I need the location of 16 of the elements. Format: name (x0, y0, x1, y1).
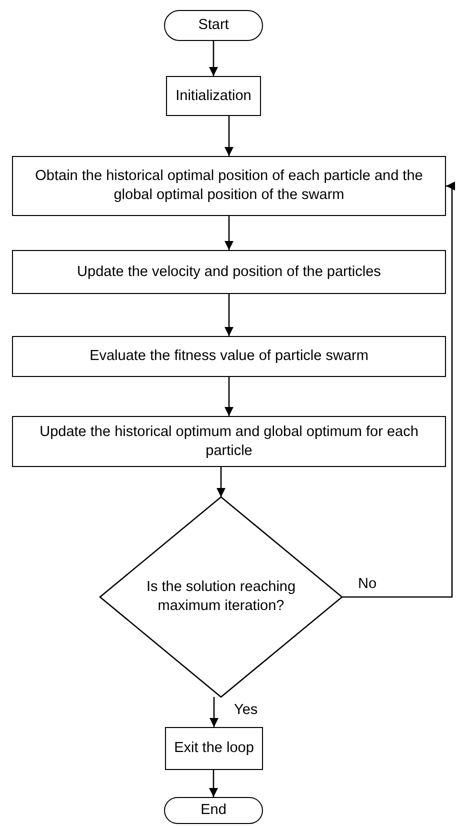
arrow (224, 216, 234, 250)
decision-diamond: Is the solution reaching maximum iteration? (100, 497, 342, 697)
arrow (209, 770, 218, 797)
process-box: Evaluate the fitness value of particle swarm (12, 336, 446, 377)
arrow (224, 116, 234, 156)
arrow (224, 294, 234, 336)
arrow (224, 377, 234, 416)
arrow (342, 182, 455, 598)
arrow (210, 697, 218, 727)
process-box: Exit the loop (165, 727, 263, 770)
arrow (216, 467, 226, 497)
process-box: Obtain the historical optimal position of each particle and the global optimal position of the swarm (12, 156, 446, 216)
process-box: Update the velocity and position of the particles (12, 250, 446, 294)
arrow (209, 41, 218, 76)
process-box: Initialization (166, 76, 261, 116)
process-box: Update the historical optimum and global optimum for each particle (12, 416, 446, 467)
